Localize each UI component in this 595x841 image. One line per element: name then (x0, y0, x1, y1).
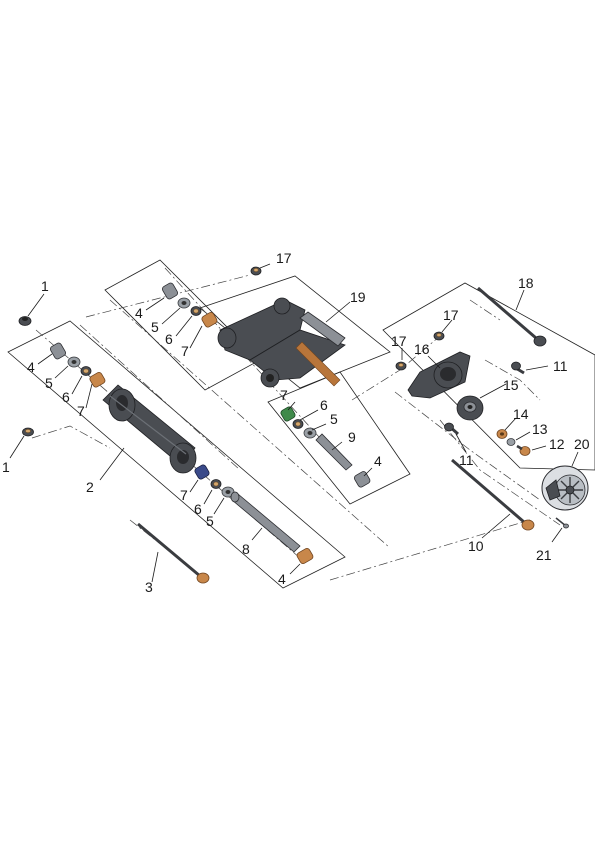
wheel-20 (541, 465, 589, 511)
callout-12: 12 (549, 436, 565, 452)
callout-6-right: 6 (320, 397, 328, 413)
callout-17-right-b: 17 (443, 307, 459, 323)
callout-3: 3 (145, 579, 153, 595)
callout-5-upper: 5 (151, 319, 159, 335)
rocker-19 (217, 297, 346, 388)
pin-8 (230, 491, 301, 553)
nut-1-top (18, 316, 32, 326)
mid-bush-stack (194, 464, 235, 498)
bolt-11-top (511, 361, 525, 375)
callout-7-left: 7 (77, 403, 85, 419)
callout-17-top: 17 (276, 250, 292, 266)
callout-7-mid: 7 (180, 487, 188, 503)
callout-1-top: 1 (41, 278, 49, 294)
callout-8: 8 (242, 541, 250, 557)
bush-4-lower (296, 548, 314, 564)
nut-17-top (250, 266, 262, 276)
callout-17-right-a: 17 (391, 333, 407, 349)
bolt-10 (451, 458, 535, 531)
nut-1-bottom (22, 427, 34, 437)
callout-5-mid: 5 (206, 513, 214, 529)
callout-4-right: 4 (374, 453, 382, 469)
callout-9: 9 (348, 429, 356, 445)
callout-15: 15 (503, 377, 519, 393)
washer-13 (506, 438, 516, 446)
callout-21: 21 (536, 547, 552, 563)
bolt-11-bottom (444, 422, 459, 436)
callout-11-top: 11 (553, 358, 568, 374)
callout-4-upper: 4 (135, 305, 143, 321)
callout-16: 16 (414, 341, 430, 357)
bracket-16 (407, 351, 471, 399)
upper-bush-stack (162, 282, 218, 328)
bolt-3 (137, 522, 210, 584)
callout-13: 13 (532, 421, 548, 437)
roller-15 (456, 395, 484, 421)
washer-14 (496, 429, 508, 439)
callout-19: 19 (350, 289, 366, 305)
callout-labels: 1 1 2 3 4 4 4 4 5 5 5 5 6 6 6 6 7 7 7 7 … (2, 250, 590, 595)
callout-1-bottom: 1 (2, 459, 10, 475)
swingarm-2 (102, 384, 197, 474)
callout-11-bottom: 11 (459, 452, 474, 468)
callout-5-left: 5 (45, 375, 53, 391)
screw-21 (555, 517, 569, 529)
leader-lines (9, 263, 579, 583)
callout-4-left: 4 (27, 359, 35, 375)
bolt-12 (516, 444, 531, 456)
callout-20: 20 (574, 436, 590, 452)
callout-6-mid: 6 (194, 501, 202, 517)
callout-6-left: 6 (62, 389, 70, 405)
assembly-frames (7, 259, 595, 589)
right-bush-stack (280, 406, 371, 488)
callout-4-lower: 4 (278, 571, 286, 587)
callout-14: 14 (513, 406, 529, 422)
callout-5-right: 5 (330, 411, 338, 427)
callout-7-upper: 7 (181, 343, 189, 359)
callout-6-upper: 6 (165, 331, 173, 347)
nut-17-right-b (433, 331, 445, 341)
left-bush-stack (50, 342, 106, 388)
bolt-18 (477, 286, 547, 347)
callout-10: 10 (468, 538, 484, 554)
callout-2: 2 (86, 479, 94, 495)
callout-7-right: 7 (280, 387, 288, 403)
parts (18, 266, 589, 584)
callout-18: 18 (518, 275, 534, 291)
nut-17-right-a (395, 361, 407, 371)
